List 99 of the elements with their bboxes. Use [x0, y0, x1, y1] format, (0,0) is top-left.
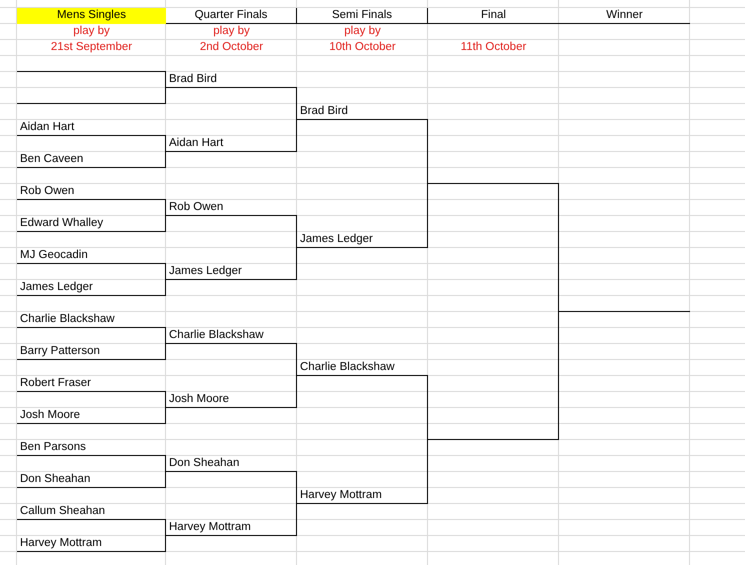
bracket-slot	[17, 440, 166, 456]
player-name: MJ Geocadin	[20, 248, 88, 263]
bracket-slot	[166, 200, 297, 216]
player-name: Ben Caveen	[20, 152, 84, 167]
bracket-connector	[165, 199, 166, 216]
player-name: Rob Owen	[20, 184, 74, 199]
deadline-text: play by	[213, 24, 250, 39]
bracket-slot	[166, 136, 297, 152]
deadline-text: 11th October	[460, 40, 526, 55]
bracket-slot	[297, 488, 428, 504]
bracket-line	[428, 182, 559, 184]
player-name: Don Sheahan	[20, 472, 90, 487]
bracket-connector	[296, 87, 297, 120]
bracket-connector	[427, 375, 428, 440]
bracket-connector	[296, 215, 297, 248]
bracket-connector	[165, 471, 166, 488]
bracket-slot	[17, 312, 166, 328]
bracket-slot	[17, 152, 166, 168]
player-name: Barry Patterson	[20, 344, 100, 359]
player-name: Josh Moore	[20, 408, 80, 423]
bracket-connector	[165, 263, 166, 280]
deadline-text: play by	[73, 24, 110, 39]
bracket-slot	[166, 520, 297, 536]
bracket-connector	[165, 215, 166, 232]
deadline-text: 2nd October	[200, 40, 264, 55]
bracket-slot	[297, 104, 428, 120]
deadline-text: 10th October	[329, 40, 396, 55]
bracket-line	[559, 310, 690, 312]
player-name: Harvey Mottram	[169, 520, 251, 535]
bracket-line	[17, 70, 166, 72]
player-name: Robert Fraser	[20, 376, 91, 391]
player-name: Aidan Hart	[169, 136, 224, 151]
deadline-text: 21st September	[50, 40, 132, 55]
bracket-connector	[165, 391, 166, 408]
bracket-connector	[165, 87, 166, 104]
bracket-slot	[17, 184, 166, 200]
deadline-text: play by	[344, 24, 381, 39]
bracket-connector	[165, 343, 166, 360]
bracket-slot	[17, 472, 166, 488]
player-name: Callum Sheahan	[20, 504, 106, 519]
column-heading: Semi Finals	[297, 8, 428, 24]
bracket-connector	[165, 407, 166, 424]
bracket-slot	[17, 504, 166, 520]
bracket-line	[17, 102, 166, 104]
bracket-slot	[166, 392, 297, 408]
player-name: James Ledger	[20, 280, 93, 295]
bracket-slot	[17, 120, 166, 136]
player-name: Rob Owen	[169, 200, 224, 215]
bracket-slot	[166, 72, 297, 88]
bracket-connector	[165, 535, 166, 552]
player-name: James Ledger	[169, 264, 242, 279]
bracket-connector	[296, 375, 297, 408]
player-name: Josh Moore	[169, 392, 230, 407]
bracket-slot	[17, 248, 166, 264]
bracket-connector	[165, 279, 166, 296]
player-name: Don Sheahan	[169, 456, 240, 471]
bracket-connector	[296, 471, 297, 504]
column-heading: Winner	[559, 8, 690, 24]
bracket-slot	[297, 232, 428, 248]
bracket-slot	[17, 344, 166, 360]
bracket-slot	[166, 456, 297, 472]
player-name: Aidan Hart	[20, 120, 74, 135]
bracket-slot	[17, 216, 166, 232]
player-name: Charlie Blackshaw	[169, 328, 264, 343]
column-heading: Quarter Finals	[166, 8, 297, 24]
bracket-connector	[296, 247, 297, 280]
bracket-connector	[296, 119, 297, 152]
column-heading: Mens Singles	[17, 8, 166, 24]
player-name: Charlie Blackshaw	[300, 360, 395, 375]
bracket-slot	[17, 408, 166, 424]
bracket-slot	[166, 264, 297, 280]
player-name: Brad Bird	[169, 72, 217, 87]
player-name: Harvey Mottram	[20, 536, 102, 551]
player-name: Brad Bird	[300, 104, 348, 119]
bracket-connector	[165, 327, 166, 344]
bracket-connector	[165, 135, 166, 152]
bracket-connector	[165, 151, 166, 168]
bracket-connector	[427, 439, 428, 504]
bracket-connector	[296, 503, 297, 536]
player-name: James Ledger	[300, 232, 373, 247]
bracket-line	[428, 438, 559, 440]
bracket-connector	[558, 183, 559, 312]
bracket-slot	[17, 280, 166, 296]
bracket-connector	[165, 455, 166, 472]
bracket-connector	[165, 71, 166, 88]
column-heading: Final	[428, 8, 559, 24]
bracket-connector	[558, 311, 559, 440]
bracket-slot	[166, 328, 297, 344]
player-name: Harvey Mottram	[300, 488, 382, 503]
bracket-connector	[427, 183, 428, 248]
bracket-slot	[297, 360, 428, 376]
bracket-connector	[165, 519, 166, 536]
bracket-slot	[17, 536, 166, 552]
bracket-connector	[427, 119, 428, 184]
player-name: Charlie Blackshaw	[20, 312, 115, 327]
bracket-slot	[17, 376, 166, 392]
player-name: Edward Whalley	[20, 216, 104, 231]
bracket-connector	[296, 343, 297, 376]
player-name: Ben Parsons	[20, 440, 86, 455]
